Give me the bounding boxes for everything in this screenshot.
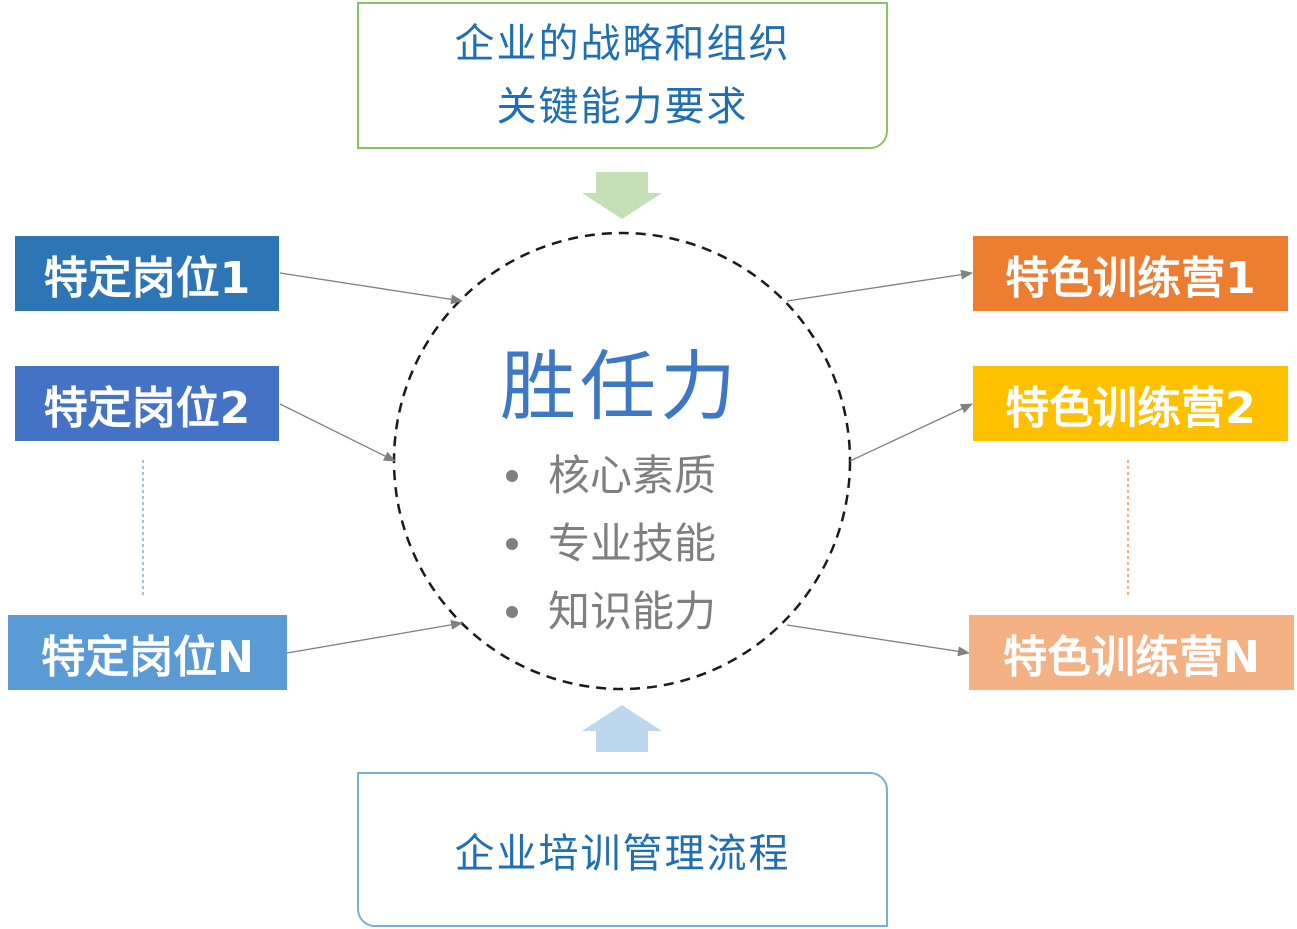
competency-title: 胜任力 <box>500 342 740 431</box>
competency-list: 核心素质 专业技能 知识能力 <box>500 442 716 646</box>
position-n-box: 特定岗位N <box>8 615 287 690</box>
position-2-label: 特定岗位2 <box>43 382 251 434</box>
connector-camp-2 <box>849 403 973 462</box>
position-2-box: 特定岗位2 <box>15 366 279 441</box>
competency-item-knowledge: 知识能力 <box>548 587 717 636</box>
camp-n-label: 特色训练营N <box>1003 631 1260 683</box>
bullet-icon <box>506 606 518 618</box>
list-item: 专业技能 <box>500 510 716 578</box>
connector-camp-n <box>786 624 970 657</box>
camp-1-box: 特色训练营1 <box>973 236 1288 311</box>
position-1-label: 特定岗位1 <box>43 252 251 304</box>
strategy-line-2: 关键能力要求 <box>496 83 749 130</box>
down-arrow-icon <box>582 172 662 219</box>
camp-2-box: 特色训练营2 <box>973 366 1288 441</box>
training-process-box: 企业培训管理流程 <box>357 772 888 927</box>
position-1-box: 特定岗位1 <box>15 236 279 311</box>
competency-item-skills: 专业技能 <box>548 519 717 568</box>
training-process-label: 企业培训管理流程 <box>454 830 791 877</box>
camp-n-box: 特色训练营N <box>969 615 1294 690</box>
strategy-line-1: 企业的战略和组织 <box>454 20 791 67</box>
strategy-requirements-box: 企业的战略和组织 关键能力要求 <box>357 2 888 149</box>
bullet-icon <box>506 470 518 482</box>
connector-position-n <box>286 619 463 654</box>
list-item: 知识能力 <box>500 578 716 646</box>
connector-position-2 <box>279 403 396 462</box>
up-arrow-icon <box>582 705 662 752</box>
camp-1-label: 特色训练营1 <box>1005 252 1256 304</box>
camp-2-label: 特色训练营2 <box>1005 382 1256 434</box>
competency-item-core: 核心素质 <box>548 451 717 500</box>
list-item: 核心素质 <box>500 442 716 510</box>
connector-camp-1 <box>786 269 973 302</box>
bullet-icon <box>506 538 518 550</box>
connector-position-1 <box>279 272 463 305</box>
position-n-label: 特定岗位N <box>41 631 254 683</box>
